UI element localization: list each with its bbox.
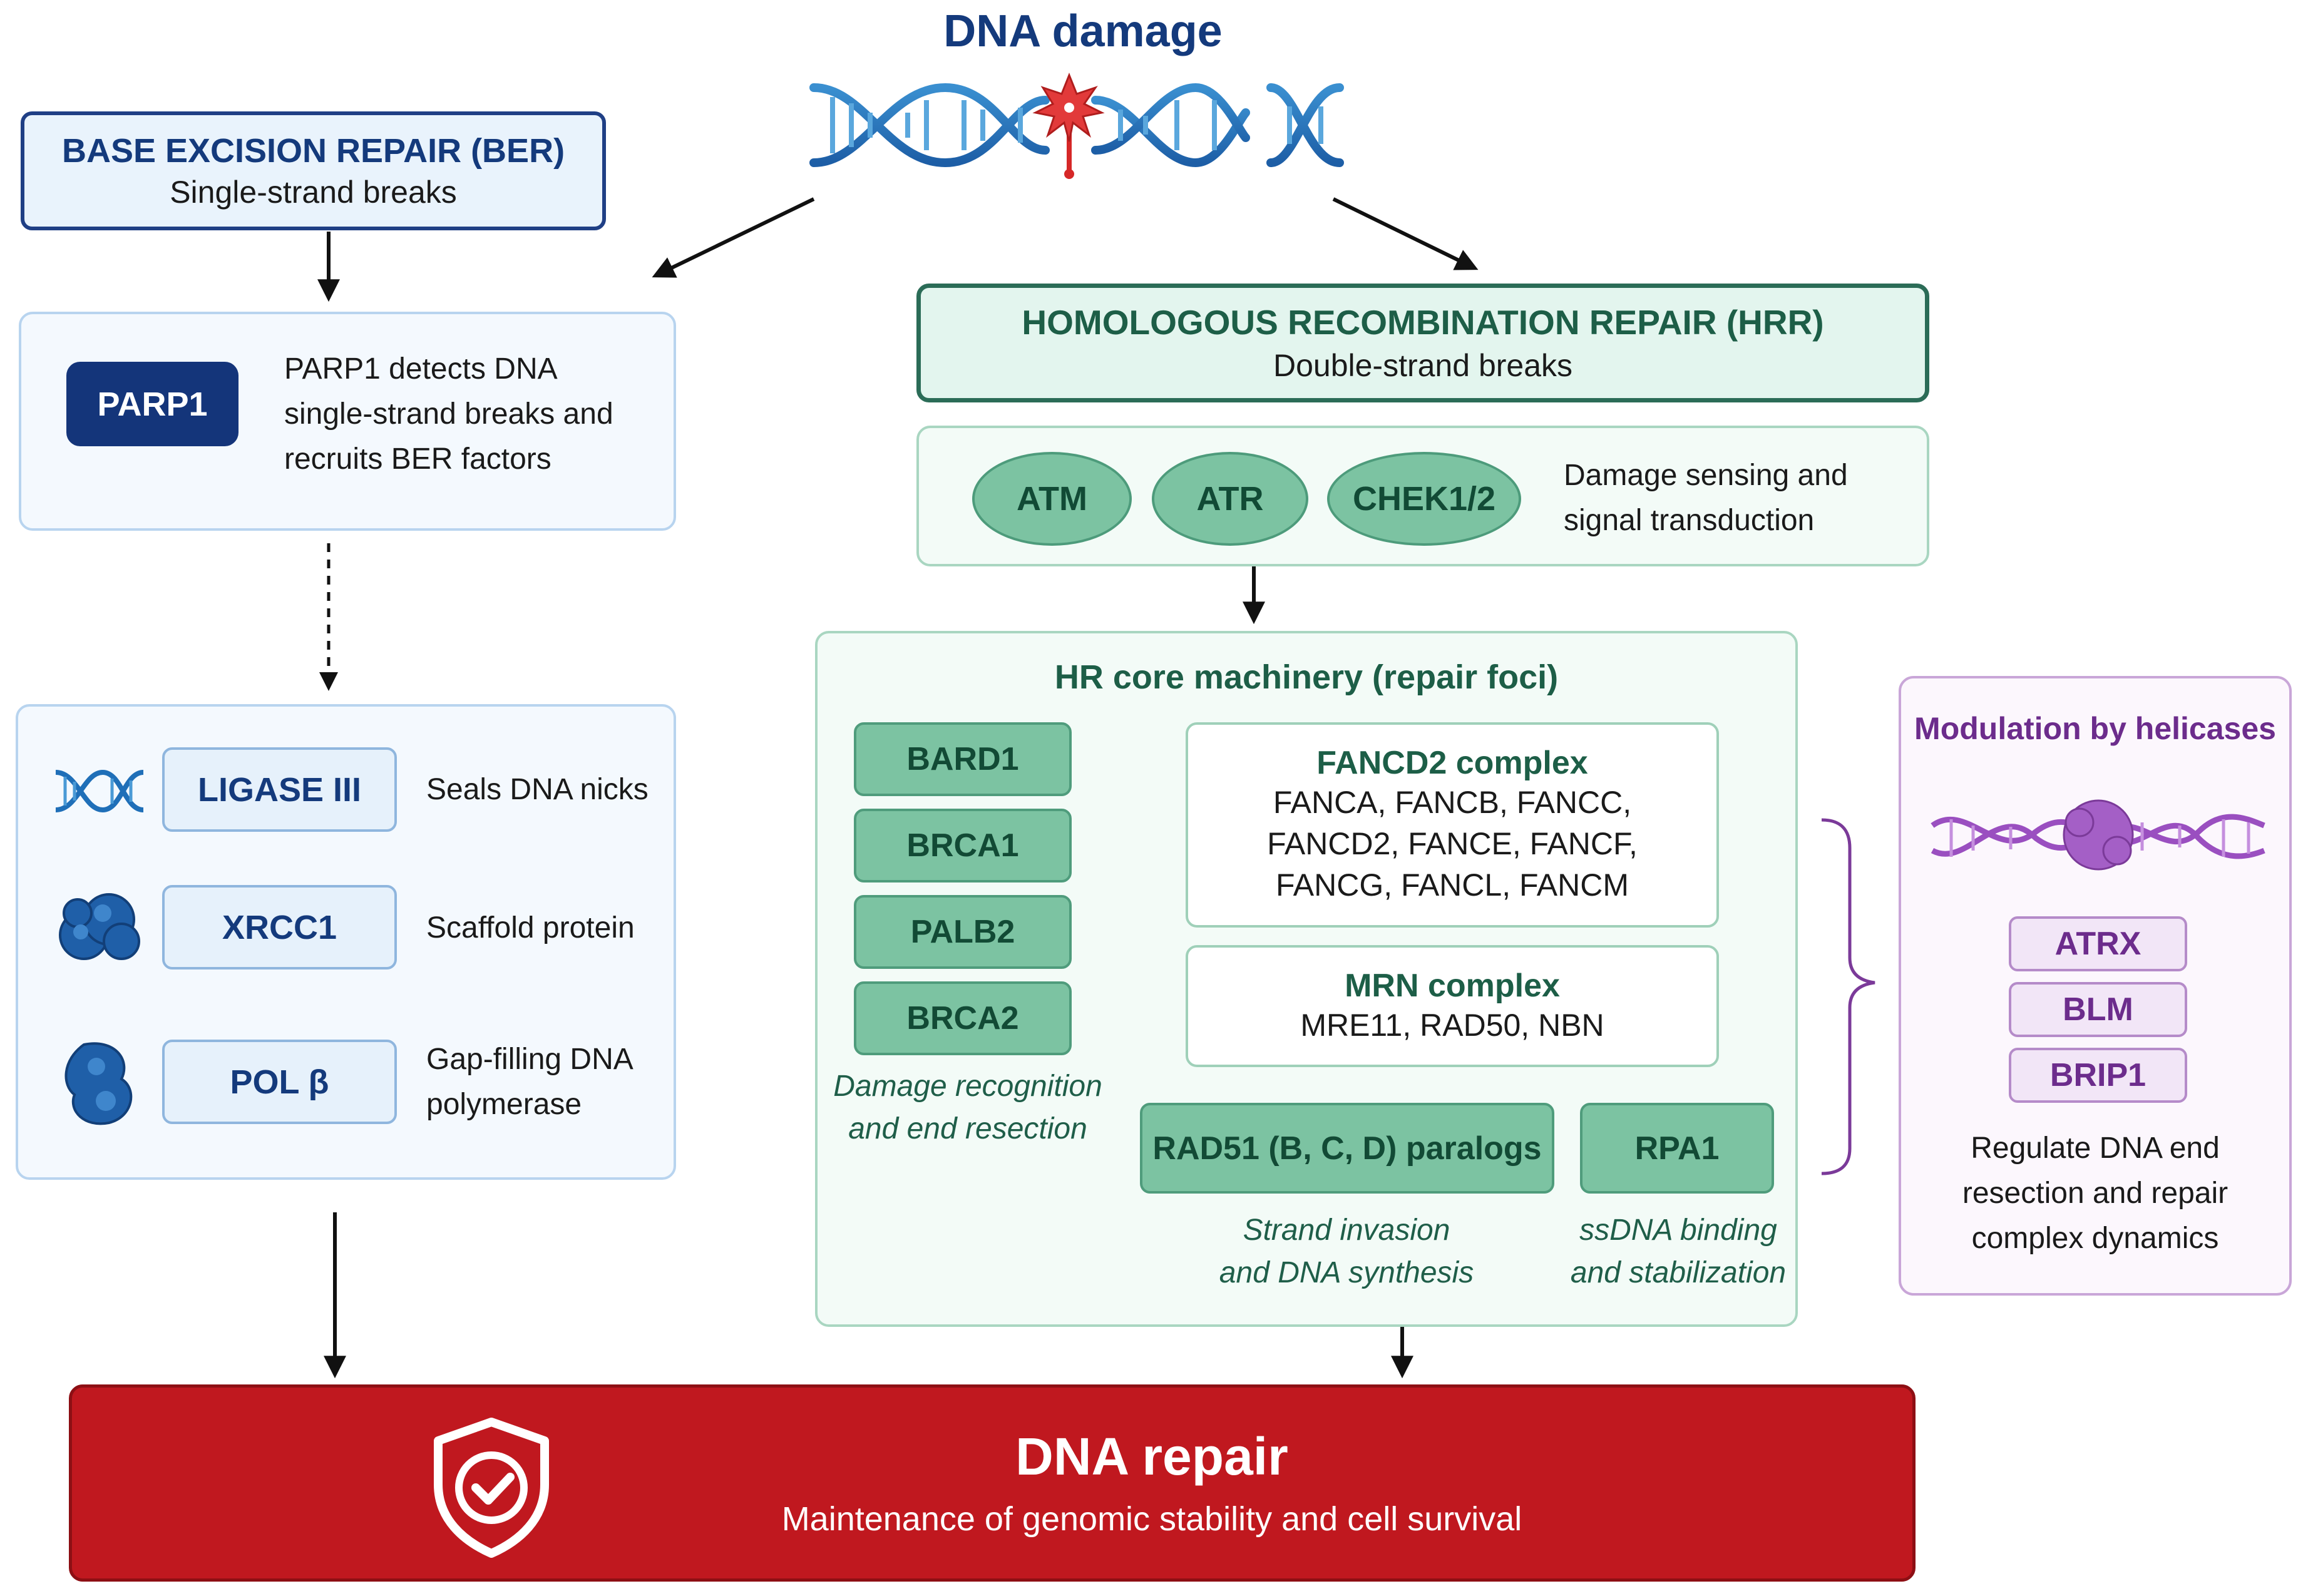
parp1-description: PARP1 detects DNA single-strand breaks a… [284,347,672,482]
helicases-desc-line: complex dynamics [1971,1222,2219,1255]
protein-icon [59,893,140,960]
ligase-iii-pill: LIGASE III [162,747,397,832]
pol-beta-desc-line: polymerase [426,1088,582,1121]
chek12-oval: CHEK1/2 [1327,452,1521,546]
parp1-pill: PARP1 [66,362,239,446]
recognition-caption: Damage recognition and end resection [824,1065,1112,1150]
parp1-desc-line: single-strand breaks and [284,397,613,431]
xrcc1-desc: Scaffold protein [426,911,635,944]
fancd2-line: FANCA, FANCB, FANCC, [1273,785,1632,820]
atm-oval: ATM [972,452,1132,546]
brca2-pill: BRCA2 [854,981,1072,1055]
pol-beta-desc-line: Gap-filling DNA [426,1043,633,1076]
hr-core-box: HR core machinery (repair foci) BARD1 BR… [815,631,1798,1327]
rpa1-caption-line: and stabilization [1570,1256,1787,1289]
atr-oval: ATR [1152,452,1308,546]
recognition-caption-line: Damage recognition [833,1070,1102,1103]
mrn-title: MRN complex [1345,967,1560,1004]
rpa1-caption: ssDNA binding and stabilization [1562,1209,1794,1294]
parp1-desc-line: PARP1 detects DNA [284,352,558,386]
fancd2-line: FANCD2, FANCE, FANCF, [1267,826,1638,861]
mrn-complex-box: MRN complex MRE11, RAD50, NBN [1186,945,1719,1067]
rad51-caption-line: and DNA synthesis [1219,1256,1474,1289]
pol-beta-pill: POL β [162,1040,397,1124]
helicases-desc-line: Regulate DNA end [1971,1132,2220,1165]
arrow-to-ber [652,197,815,278]
title-text: DNA damage [943,6,1223,56]
diagram-title: DNA damage [864,0,1302,63]
fancd2-line: FANCG, FANCL, FANCM [1276,867,1629,903]
xrcc1-pill: XRCC1 [162,885,397,969]
bard1-pill: BARD1 [854,722,1072,796]
ber-subtitle: Single-strand breaks [170,175,457,210]
rad51-caption-line: Strand invasion [1243,1214,1450,1247]
dna-repair-banner: DNA repair Maintenance of genomic stabil… [69,1384,1916,1582]
rpa1-pill: RPA1 [1580,1103,1774,1194]
hr-core-title: HR core machinery (repair foci) [1054,658,1559,696]
parp1-desc-line: recruits BER factors [284,442,551,476]
helicase-bracket [1821,818,1875,1175]
sensors-desc-line: signal transduction [1564,504,1815,537]
blm-pill: BLM [2009,982,2187,1037]
brca1-pill: BRCA1 [854,809,1072,882]
arrow-to-hrr [1332,197,1479,270]
helicases-box: Modulation by helicases ATRX BLM BRIP1 R… [1899,676,2292,1296]
fancd2-complex-box: FANCD2 complex FANCA, FANCB, FANCC, FANC… [1186,722,1719,928]
palb2-pill: PALB2 [854,895,1072,969]
ber-header: BASE EXCISION REPAIR (BER) Single-strand… [21,111,606,230]
helicases-title: Modulation by helicases [1914,711,2276,746]
parp1-box: PARP1 PARP1 detects DNA single-strand br… [19,312,676,531]
brip1-pill: BRIP1 [2009,1048,2187,1103]
fancd2-title: FANCD2 complex [1316,745,1588,781]
rad51-caption: Strand invasion and DNA synthesis [1159,1209,1534,1294]
helicase-dna-icon [1931,799,2265,871]
helicases-description: Regulate DNA end resection and repair co… [1901,1126,2289,1261]
shield-check-icon [434,1418,549,1558]
rpa1-caption-line: ssDNA binding [1579,1214,1777,1247]
hrr-subtitle: Double-strand breaks [1273,348,1573,383]
sensors-description: Damage sensing and signal transduction [1564,453,1914,543]
ber-title: BASE EXCISION REPAIR (BER) [61,132,565,170]
polymerase-icon [64,1042,133,1125]
pol-beta-desc: Gap-filling DNA polymerase [426,1037,677,1127]
ber-factors-box: LIGASE III Seals DNA nicks XRCC1 Scaffol… [16,704,676,1180]
sensors-desc-line: Damage sensing and [1564,459,1848,492]
ligase-iii-desc: Seals DNA nicks [426,773,649,806]
hrr-header: HOMOLOGOUS RECOMBINATION REPAIR (HRR) Do… [916,284,1929,402]
repair-title: DNA repair [1015,1426,1288,1486]
sensors-box: ATM ATR CHEK1/2 Damage sensing and signa… [916,426,1929,566]
helicases-desc-line: resection and repair [1962,1177,2229,1210]
damaged-dna-icon [809,72,1344,179]
repair-subtitle: Maintenance of genomic stability and cel… [781,1500,1522,1538]
hrr-title: HOMOLOGOUS RECOMBINATION REPAIR (HRR) [1022,303,1824,342]
dna-helix-icon [55,769,144,813]
recognition-caption-line: and end resection [848,1112,1087,1145]
rad51-paralogs-pill: RAD51 (B, C, D) paralogs [1140,1103,1554,1194]
mrn-line: MRE11, RAD50, NBN [1300,1007,1604,1043]
atrx-pill: ATRX [2009,916,2187,971]
